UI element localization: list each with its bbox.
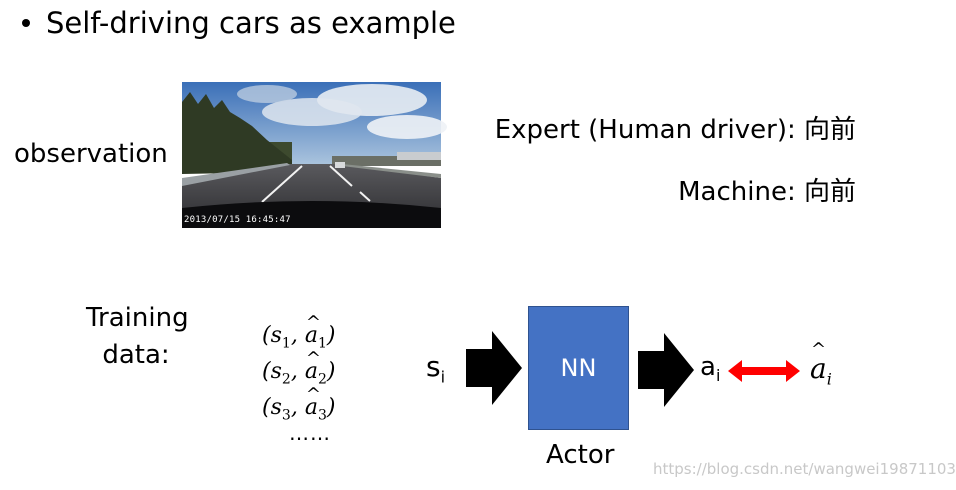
input-arrow-icon (466, 331, 522, 405)
watermark-text: https://blog.csdn.net/wangwei19871103 (653, 460, 956, 478)
input-state-label: si (426, 350, 446, 387)
tuple-row: (s2, a2) (262, 341, 335, 390)
dashcam-photo: 2013/07/15 16:45:47 (182, 82, 447, 228)
training-tuples: (s1, a1) (s2, a2) (s3, a3) (262, 305, 335, 426)
actor-label: Actor (546, 440, 615, 470)
photo-timestamp: 2013/07/15 16:45:47 (184, 215, 291, 225)
road-scene-image (182, 82, 447, 228)
output-action-label: ai (700, 352, 721, 386)
heading-bullet: Self-driving cars as example (22, 6, 456, 40)
training-data-label: Training data: (86, 303, 189, 370)
target-action-label: ai (810, 339, 832, 389)
tuple-row: (s1, a1) (262, 305, 335, 354)
output-arrow-icon (638, 333, 694, 407)
observation-label: observation (14, 139, 168, 169)
machine-action-text: Machine: 向前 (678, 177, 856, 207)
nn-actor-box: NN (528, 306, 629, 430)
tuple-row: (s3, a3) (262, 377, 335, 426)
heading-text: Self-driving cars as example (46, 6, 456, 40)
bullet-dot (22, 19, 30, 27)
nn-label: NN (560, 354, 597, 382)
expert-action-text: Expert (Human driver): 向前 (494, 115, 856, 145)
tuples-ellipsis: …… (289, 421, 331, 445)
compare-double-arrow-icon (728, 360, 800, 382)
